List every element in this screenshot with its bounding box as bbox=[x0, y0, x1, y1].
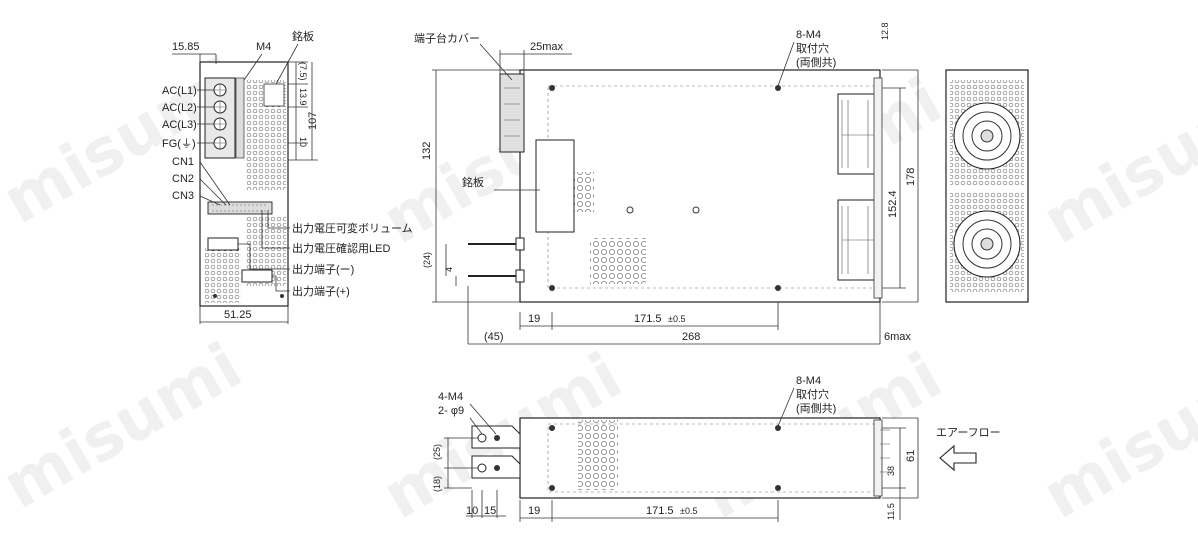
fan-icon bbox=[953, 210, 1021, 278]
connector-label: CN1 bbox=[172, 156, 194, 168]
dim-label: 38 bbox=[886, 466, 896, 476]
dim-label: 10 bbox=[298, 137, 308, 147]
dim-label: 178 bbox=[905, 168, 917, 186]
bottom-view: 4-M4 2- φ9 (25) (18) 10 15 19 171.5 ±0.5… bbox=[432, 375, 1001, 522]
connector-label: CN3 bbox=[172, 190, 194, 202]
dim-label: 152.4 bbox=[887, 190, 899, 218]
dim-label: 2- φ9 bbox=[438, 405, 464, 417]
terminal-label: AC(L3) bbox=[162, 119, 197, 131]
cover-label: 端子台カバー bbox=[414, 31, 480, 45]
vent-pattern bbox=[572, 172, 594, 212]
vent-pattern bbox=[578, 420, 618, 490]
dim-label: M4 bbox=[256, 41, 271, 53]
dim-label: 取付穴 bbox=[796, 41, 829, 55]
dim-label: 15 bbox=[484, 505, 496, 517]
watermark-text: misumi bbox=[0, 329, 254, 524]
connector-label: CN2 bbox=[172, 173, 194, 185]
tolerance-label: ±0.5 bbox=[680, 506, 697, 516]
dim-label: (両側共) bbox=[796, 402, 836, 415]
terminal-label: FG(⏚) bbox=[162, 137, 196, 150]
nameplate bbox=[263, 83, 285, 107]
terminal-cover bbox=[499, 73, 525, 153]
dim-label: 8-M4 bbox=[796, 29, 821, 41]
callout-label: 出力電圧確認用LED bbox=[292, 241, 390, 255]
bottom-view-body bbox=[519, 417, 881, 499]
dim-label: 61 bbox=[905, 450, 917, 462]
dim-label: 132 bbox=[421, 142, 433, 160]
vent-pattern bbox=[205, 248, 241, 303]
dim-label: (18) bbox=[432, 476, 442, 492]
dim-label: 107 bbox=[307, 112, 319, 130]
dim-label: 19 bbox=[528, 505, 540, 517]
airflow-arrow-icon bbox=[939, 444, 977, 472]
dim-label: 4 bbox=[444, 267, 454, 272]
fan-icon bbox=[953, 102, 1021, 170]
dim-label: (7.5) bbox=[298, 62, 308, 81]
dim-label: 171.5 bbox=[634, 313, 662, 325]
dim-label: 8-M4 bbox=[796, 375, 821, 387]
airflow-label: エアーフロー bbox=[936, 427, 1001, 439]
vent-pattern bbox=[590, 238, 646, 284]
fan-guard bbox=[837, 93, 879, 175]
dim-label: 6max bbox=[884, 331, 911, 343]
tolerance-label: ±0.5 bbox=[668, 314, 685, 324]
dim-label: 171.5 bbox=[646, 505, 674, 517]
dim-label: 15.85 bbox=[172, 41, 200, 53]
dim-label: 25max bbox=[530, 41, 564, 53]
watermark-text: misumi bbox=[1031, 64, 1198, 259]
dim-label: 12.8 bbox=[880, 22, 890, 40]
nameplate bbox=[535, 139, 575, 233]
nameplate-label: 銘板 bbox=[462, 175, 484, 189]
dim-label: (両側共) bbox=[796, 56, 836, 69]
callout-label: 出力端子(ー) bbox=[292, 262, 354, 276]
output-terminal-plus bbox=[241, 269, 273, 283]
left-view: AC(L1) AC(L2) AC(L3) FG(⏚) CN1 CN2 CN3 1… bbox=[162, 29, 413, 324]
callout-label: 出力端子(+) bbox=[292, 284, 350, 298]
terminal-label: AC(L2) bbox=[162, 102, 197, 114]
dim-label: 銘板 bbox=[292, 29, 314, 43]
mounting-holes bbox=[549, 85, 781, 291]
dim-label: 11.5 bbox=[886, 503, 896, 520]
terminal-label: AC(L1) bbox=[162, 85, 197, 97]
mounting-holes bbox=[549, 425, 781, 491]
dim-label: 4-M4 bbox=[438, 391, 463, 403]
output-terminal-minus bbox=[207, 237, 239, 251]
dim-label: 51.25 bbox=[224, 309, 252, 321]
dim-label: 取付穴 bbox=[796, 387, 829, 401]
front-view: 端子台カバー 25max 8-M4 取付穴 (両側共) 132 銘板 (24) … bbox=[414, 22, 919, 345]
dim-label: 268 bbox=[682, 331, 700, 343]
dim-label: (25) bbox=[432, 444, 442, 460]
callout-label: 出力電圧可変ボリューム bbox=[292, 221, 413, 235]
dim-label: 19 bbox=[528, 313, 540, 325]
fan-view bbox=[945, 69, 1029, 303]
dim-label: (45) bbox=[484, 331, 504, 343]
dim-label: (24) bbox=[422, 252, 432, 268]
watermark-text: misumi bbox=[1031, 339, 1198, 534]
dim-label: 13.9 bbox=[298, 88, 308, 106]
